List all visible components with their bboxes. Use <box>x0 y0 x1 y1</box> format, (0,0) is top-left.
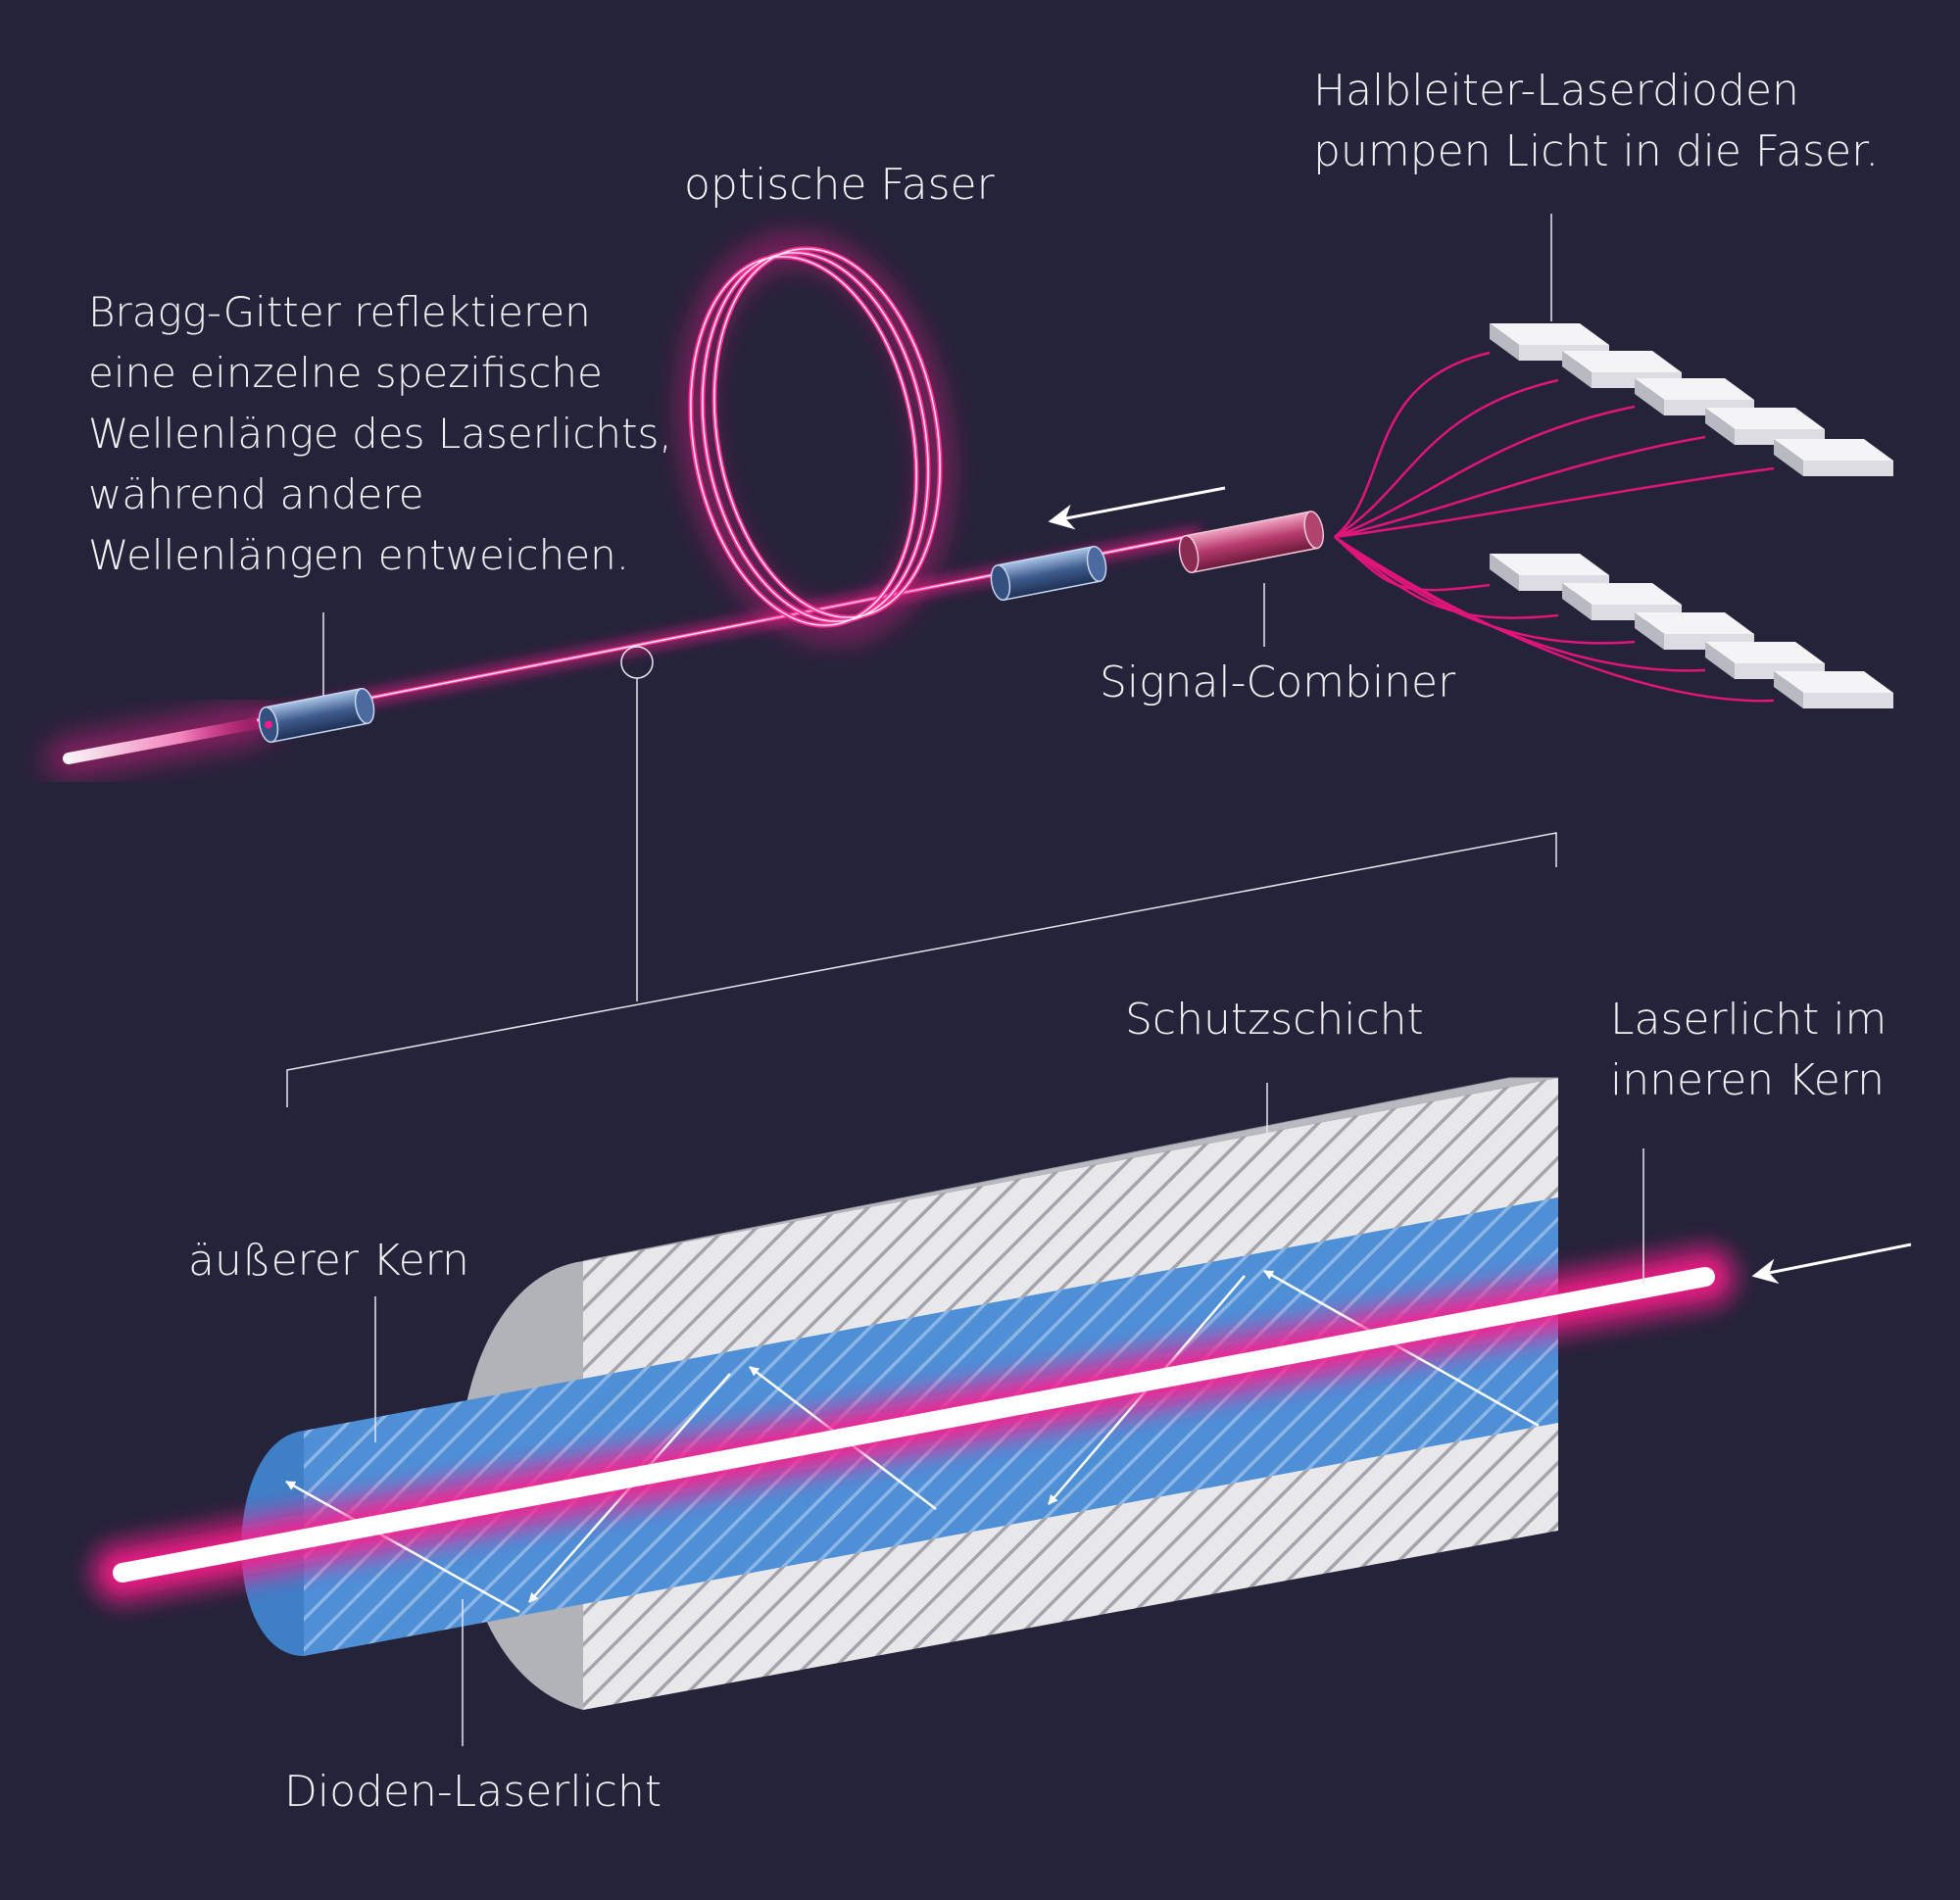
label-pump-diodes-line-2: pumpen Licht in die Faser. <box>1313 126 1880 176</box>
output-beam <box>47 706 273 776</box>
signal-combiner <box>1178 511 1325 574</box>
bragg-grating-left <box>258 687 375 744</box>
pump-diode <box>1490 554 1609 591</box>
bragg-grating-right <box>990 545 1107 602</box>
label-diode-light: Dioden-Laserlicht <box>284 1767 662 1817</box>
pump-diodes-upper <box>1490 323 1893 476</box>
pump-diodes-lower <box>1490 554 1893 708</box>
label-bragg-line-4: während andere <box>88 470 424 518</box>
label-protective-layer: Schutzschicht <box>1125 995 1424 1045</box>
label-bragg-line-5: Wellenlängen entweichen. <box>88 531 630 579</box>
pump-diode <box>1774 439 1893 476</box>
label-bragg-line-2: eine einzelne spezifische <box>88 349 603 397</box>
pump-fibers <box>1334 351 1775 703</box>
pump-direction-arrow <box>1048 486 1226 530</box>
label-inner-core-line-2: inneren Kern <box>1610 1055 1886 1105</box>
label-optical-fiber: optische Faser <box>684 160 995 210</box>
fiber-laser-system <box>47 214 1893 1107</box>
incoming-light-arrow <box>1751 1242 1912 1285</box>
pump-diode <box>1774 671 1893 708</box>
label-bragg-line-1: Bragg-Gitter reflektieren <box>88 288 591 336</box>
label-pump-diodes-line-1: Halbleiter-Laserdioden <box>1313 66 1799 116</box>
label-outer-core: äußerer Kern <box>188 1236 469 1286</box>
fiber-cross-section <box>88 1077 1912 1746</box>
label-inner-core-line-1: Laserlicht im <box>1610 995 1887 1045</box>
label-bragg-line-3: Wellenlänge des Laserlichts, <box>88 410 672 458</box>
leader-lines-top <box>286 214 1557 1107</box>
fiber-coil <box>684 237 947 639</box>
leader-lines-bottom <box>374 1083 1644 1746</box>
label-signal-combiner: Signal-Combiner <box>1100 658 1456 707</box>
inner-core-beam <box>105 1259 1723 1590</box>
